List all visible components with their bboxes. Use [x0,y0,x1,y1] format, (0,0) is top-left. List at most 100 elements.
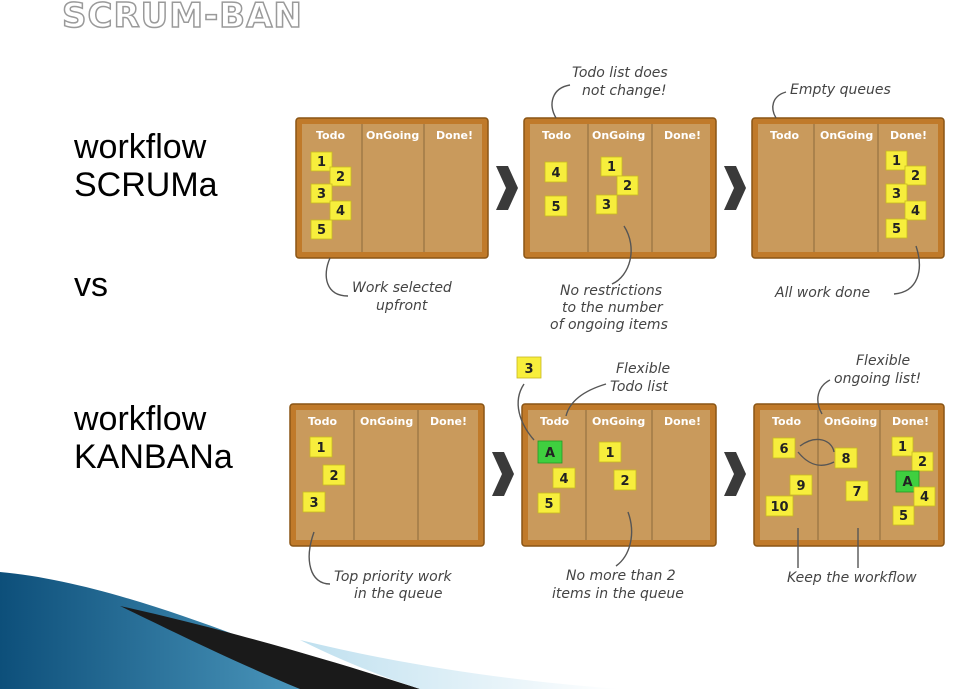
svg-text:2: 2 [918,455,927,470]
sticky-note [310,151,333,172]
callout-arrow [615,511,633,567]
sticky-note [885,218,908,239]
col-done: Done! [892,415,929,428]
svg-text:8: 8 [841,452,850,467]
col-todo: Todo [770,129,799,142]
annotation-empty-queues: Empty queues [790,82,891,98]
annotation-no-restrictions-3: of ongoing items [550,317,668,333]
annotation-flexible-todo-2: Todo list [610,379,668,395]
flow-arrow-icon [724,452,746,496]
col-ongoing: OnGoing [824,415,877,428]
label-scruma: SCRUMa [74,166,218,204]
annotation-no-more-than-2: items in the queue [552,586,684,602]
sticky-note [613,469,637,491]
svg-text:4: 4 [559,472,568,487]
sticky-note [329,166,352,187]
sticky-note [537,492,561,514]
sticky-note [789,474,813,496]
col-ongoing: OnGoing [592,129,645,142]
svg-text:5: 5 [317,223,326,238]
col-done: Done! [430,415,467,428]
sticky-note [595,194,618,215]
sticky-note [845,480,869,502]
sticky-note [911,451,934,472]
annotation-keep-workflow: Keep the workflow [787,570,917,586]
svg-text:3: 3 [892,187,901,202]
svg-text:2: 2 [329,469,338,484]
svg-text:5: 5 [892,222,901,237]
sticky-note [885,150,908,171]
svg-text:2: 2 [623,179,632,194]
sticky-note [904,165,927,186]
callout-arrow [551,84,571,119]
col-done: Done! [664,415,701,428]
col-done: Done! [890,129,927,142]
svg-text:A: A [545,446,555,461]
svg-text:6: 6 [779,442,788,457]
sticky-note [544,161,568,183]
callout-arrow [308,531,331,585]
svg-text:7: 7 [852,485,861,500]
col-todo: Todo [540,415,569,428]
swap-arrow [797,451,835,466]
sticky-note [834,447,858,469]
sticky-note [904,200,927,221]
label-vs: vs [74,266,108,304]
col-ongoing: OnGoing [820,129,873,142]
svg-text:5: 5 [899,509,908,524]
sticky-note [310,219,333,240]
sticky-note [544,195,568,217]
sticky-note [772,437,796,459]
annotation-no-more-than-1: No more than 2 [566,568,676,584]
svg-text:9: 9 [796,479,805,494]
svg-text:4: 4 [551,166,560,181]
sticky-note [516,356,542,379]
flow-arrow-icon [492,452,514,496]
col-ongoing: OnGoing [360,415,413,428]
svg-text:2: 2 [911,169,920,184]
sticky-note [302,491,326,513]
callout-arrow [565,383,607,417]
label-workflow-1: workflow [74,128,207,166]
sticky-note [892,505,915,526]
sticky-note [616,175,639,196]
col-done: Done! [436,129,473,142]
slide-title: SCRUM-BAN [61,0,303,37]
flow-arrow-icon [496,166,518,210]
col-todo: Todo [772,415,801,428]
sticky-note [552,467,576,489]
scrum-board-1: Todo OnGoing Done! 1 2 3 4 5 [295,117,489,259]
svg-text:4: 4 [336,204,345,219]
decorative-wave-dark [120,606,420,689]
annotation-no-restrictions-2: to the number [562,300,664,316]
callout-arrow [893,245,920,295]
svg-text:1: 1 [317,155,326,170]
callout-arrow [611,225,632,285]
col-todo: Todo [308,415,337,428]
annotation-flexible-ongoing-2: ongoing list! [834,371,921,387]
annotation-top-priority-2: in the queue [354,586,443,602]
sticky-note [329,200,352,221]
sticky-note-green [537,440,563,464]
label-workflow-kanban: workflow KANBANa [74,400,233,476]
svg-text:1: 1 [898,440,907,455]
scrum-board-2: Todo OnGoing Done! 4 5 1 2 3 [523,117,717,259]
svg-text:1: 1 [605,446,614,461]
annotation-flexible-ongoing-1: Flexible [856,353,910,369]
svg-text:5: 5 [544,497,553,512]
svg-text:4: 4 [920,490,929,505]
annotation-top-priority-1: Top priority work [334,569,452,585]
svg-text:1: 1 [607,160,616,175]
annotation-work-selected-2: upfront [376,298,428,314]
callout-arrow [325,257,349,297]
sticky-note [765,495,794,517]
label-kanbana: KANBANa [74,438,233,476]
sticky-note [598,441,622,463]
callout-arrow [772,91,787,119]
callout-arrow [817,379,831,415]
kanban-board-1: Todo OnGoing Done! 1 2 3 [289,403,485,547]
annotation-all-work-done: All work done [774,285,870,301]
sticky-note [322,464,346,486]
annotation-flexible-todo-1: Flexible [616,361,670,377]
svg-text:10: 10 [770,500,788,515]
